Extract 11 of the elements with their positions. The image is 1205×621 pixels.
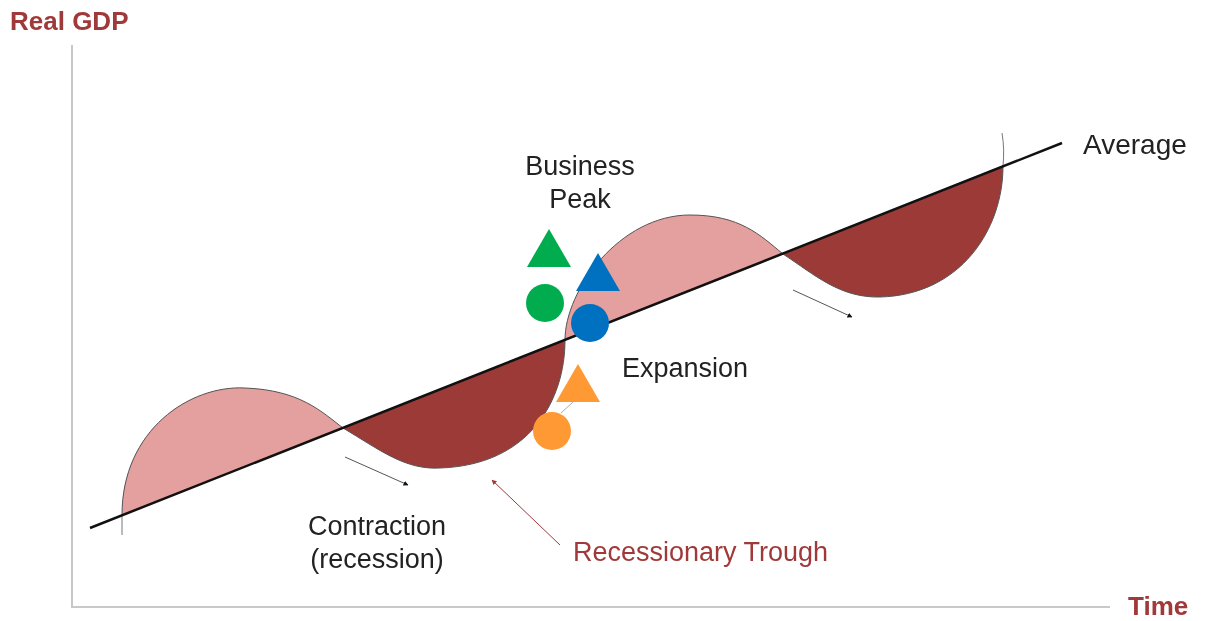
- stage-label: Expansion: [622, 352, 750, 385]
- connector-line: [560, 401, 574, 414]
- stage-label: Business Peak: [524, 150, 636, 216]
- triangle-icon: [556, 364, 600, 402]
- stage-label: Contraction (recession): [306, 510, 448, 576]
- leader-line: [491, 479, 561, 546]
- line-label: Average: [1083, 128, 1188, 161]
- axis-label: Real GDP: [10, 5, 130, 38]
- callout-label: Recessionary Trough: [573, 536, 829, 569]
- circle-icon: [533, 412, 571, 450]
- axis-label: Time: [1128, 590, 1190, 621]
